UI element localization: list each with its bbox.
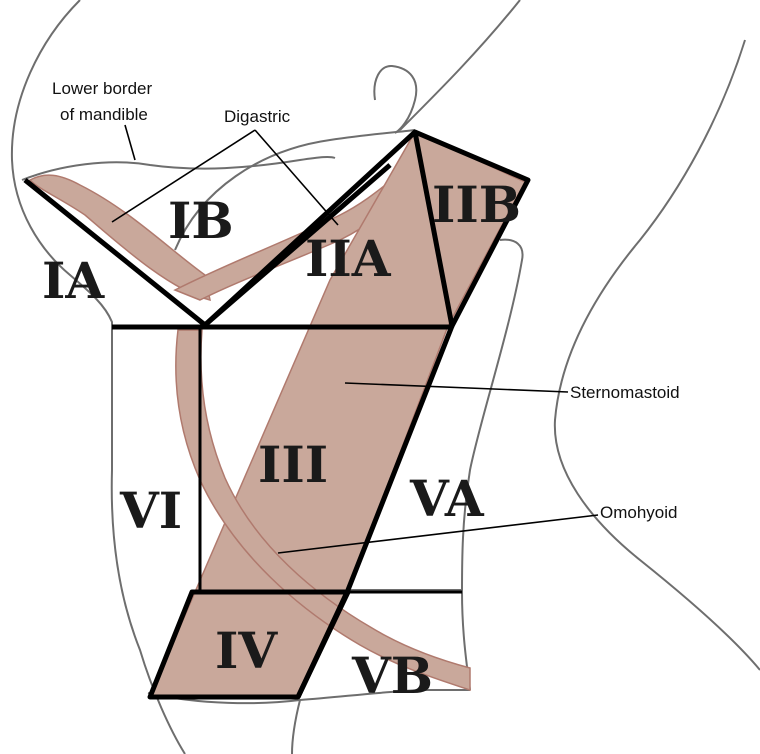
annotation-sternomastoid: Sternomastoid — [570, 383, 680, 402]
annotation-digastric: Digastric — [224, 107, 291, 126]
label-level-vb: VB — [351, 646, 433, 705]
annotation-lower-border-line2: of mandible — [60, 105, 148, 124]
label-level-vi: VI — [119, 481, 182, 540]
leader-lower-border — [125, 125, 135, 160]
posterior-triangle-outline — [462, 240, 523, 690]
label-level-ia: IA — [42, 251, 105, 310]
label-level-iib: IIB — [432, 175, 521, 234]
upper-head-outline — [400, 0, 520, 130]
annotation-lower-border-line1: Lower border — [52, 79, 153, 98]
ear-outline — [374, 66, 416, 133]
label-level-iv: IV — [215, 621, 278, 680]
label-level-iia: IIA — [305, 229, 392, 288]
label-level-iii: III — [258, 435, 328, 494]
leader-digastric-posterior — [255, 130, 338, 225]
label-level-ib: IB — [168, 191, 234, 250]
annotation-omohyoid: Omohyoid — [600, 503, 677, 522]
label-level-va: VA — [409, 469, 485, 528]
back-neck-outline — [555, 40, 760, 670]
